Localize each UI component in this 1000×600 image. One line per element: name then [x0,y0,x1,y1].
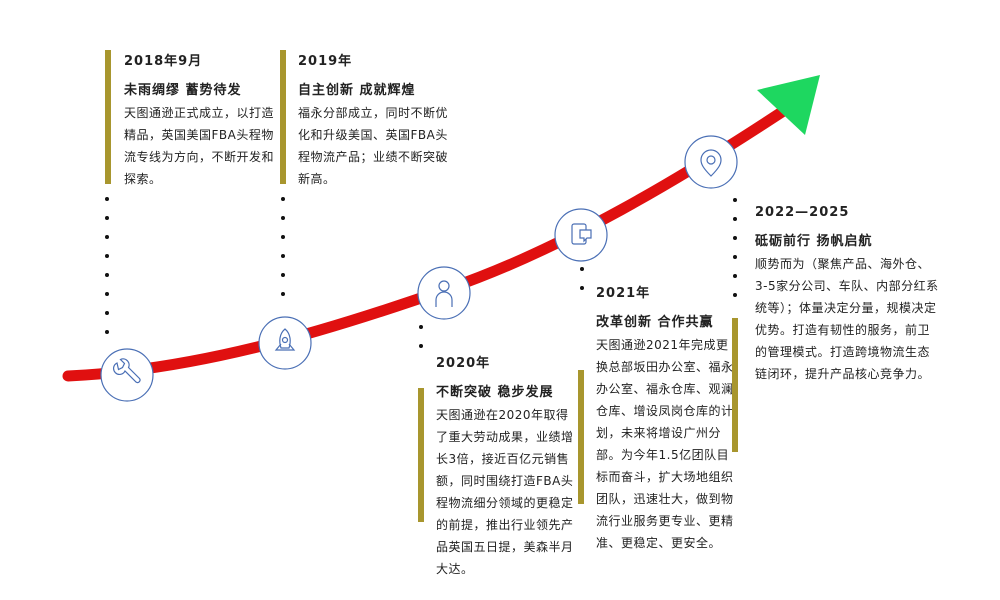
location-icon [684,135,738,189]
milestone-bar [418,388,424,522]
milestone-slogan: 砥砺前行 扬帆启航 [755,234,873,249]
milestone-year: 2020年 [436,356,491,371]
milestone-year: 2022—2025 [755,205,850,220]
milestone-slogan: 自主创新 成就辉煌 [298,83,416,98]
dotted-connector [105,197,109,349]
milestone-slogan: 未雨绸缪 蓄势待发 [124,83,242,98]
milestone-desc: 顺势而为（聚焦产品、海外仓、3-5家分公司、车队、内部分红系统等）；体量决定分量… [755,257,939,381]
dotted-connector [281,197,285,311]
milestone-text: 2018年9月 未雨绸缪 蓄势待发 天图通逊正式成立，以打造精品，英国美国FBA… [124,50,274,190]
milestone-text: 2019年 自主创新 成就辉煌 福永分部成立，同时不断优化和升级美国、英国FBA… [298,50,448,190]
milestone-slogan: 不断突破 稳步发展 [436,385,554,400]
milestone-bar [105,50,111,184]
milestone-bar [732,318,738,452]
milestone-year: 2021年 [596,286,651,301]
milestone-year: 2018年9月 [124,54,203,69]
dotted-connector [419,325,423,363]
milestone-desc: 天图通逊2021年完成更换总部坂田办公室、福永办公室、福永仓库、观澜仓库、增设凤… [596,338,734,550]
rocket-icon [258,316,312,370]
wrench-icon [100,348,154,402]
milestone-year: 2019年 [298,54,353,69]
arrow-head-icon [757,75,820,135]
milestone-desc: 福永分部成立，同时不断优化和升级美国、英国FBA头程物流产品；业绩不断突破新高。 [298,106,449,186]
dotted-connector [733,198,737,312]
milestone-bar [280,50,286,184]
milestone-text: 2020年 不断突破 稳步发展 天图通逊在2020年取得了重大劳动成果，业绩增长… [436,352,576,580]
milestone-desc: 天图通逊在2020年取得了重大劳动成果，业绩增长3倍，接近百亿元销售额，同时围绕… [436,408,574,576]
person-icon [417,266,471,320]
dotted-connector [580,267,584,305]
milestone-text: 2021年 改革创新 合作共赢 天图通逊2021年完成更换总部坂田办公室、福永办… [596,282,738,554]
milestone-text: 2022—2025 砥砺前行 扬帆启航 顺势而为（聚焦产品、海外仓、3-5家分公… [755,205,940,385]
chat-icon [554,208,608,262]
milestone-slogan: 改革创新 合作共赢 [596,315,714,330]
milestone-desc: 天图通逊正式成立，以打造精品，英国美国FBA头程物流专线为方向，不断开发和探索。 [124,106,275,186]
milestone-bar [578,370,584,504]
